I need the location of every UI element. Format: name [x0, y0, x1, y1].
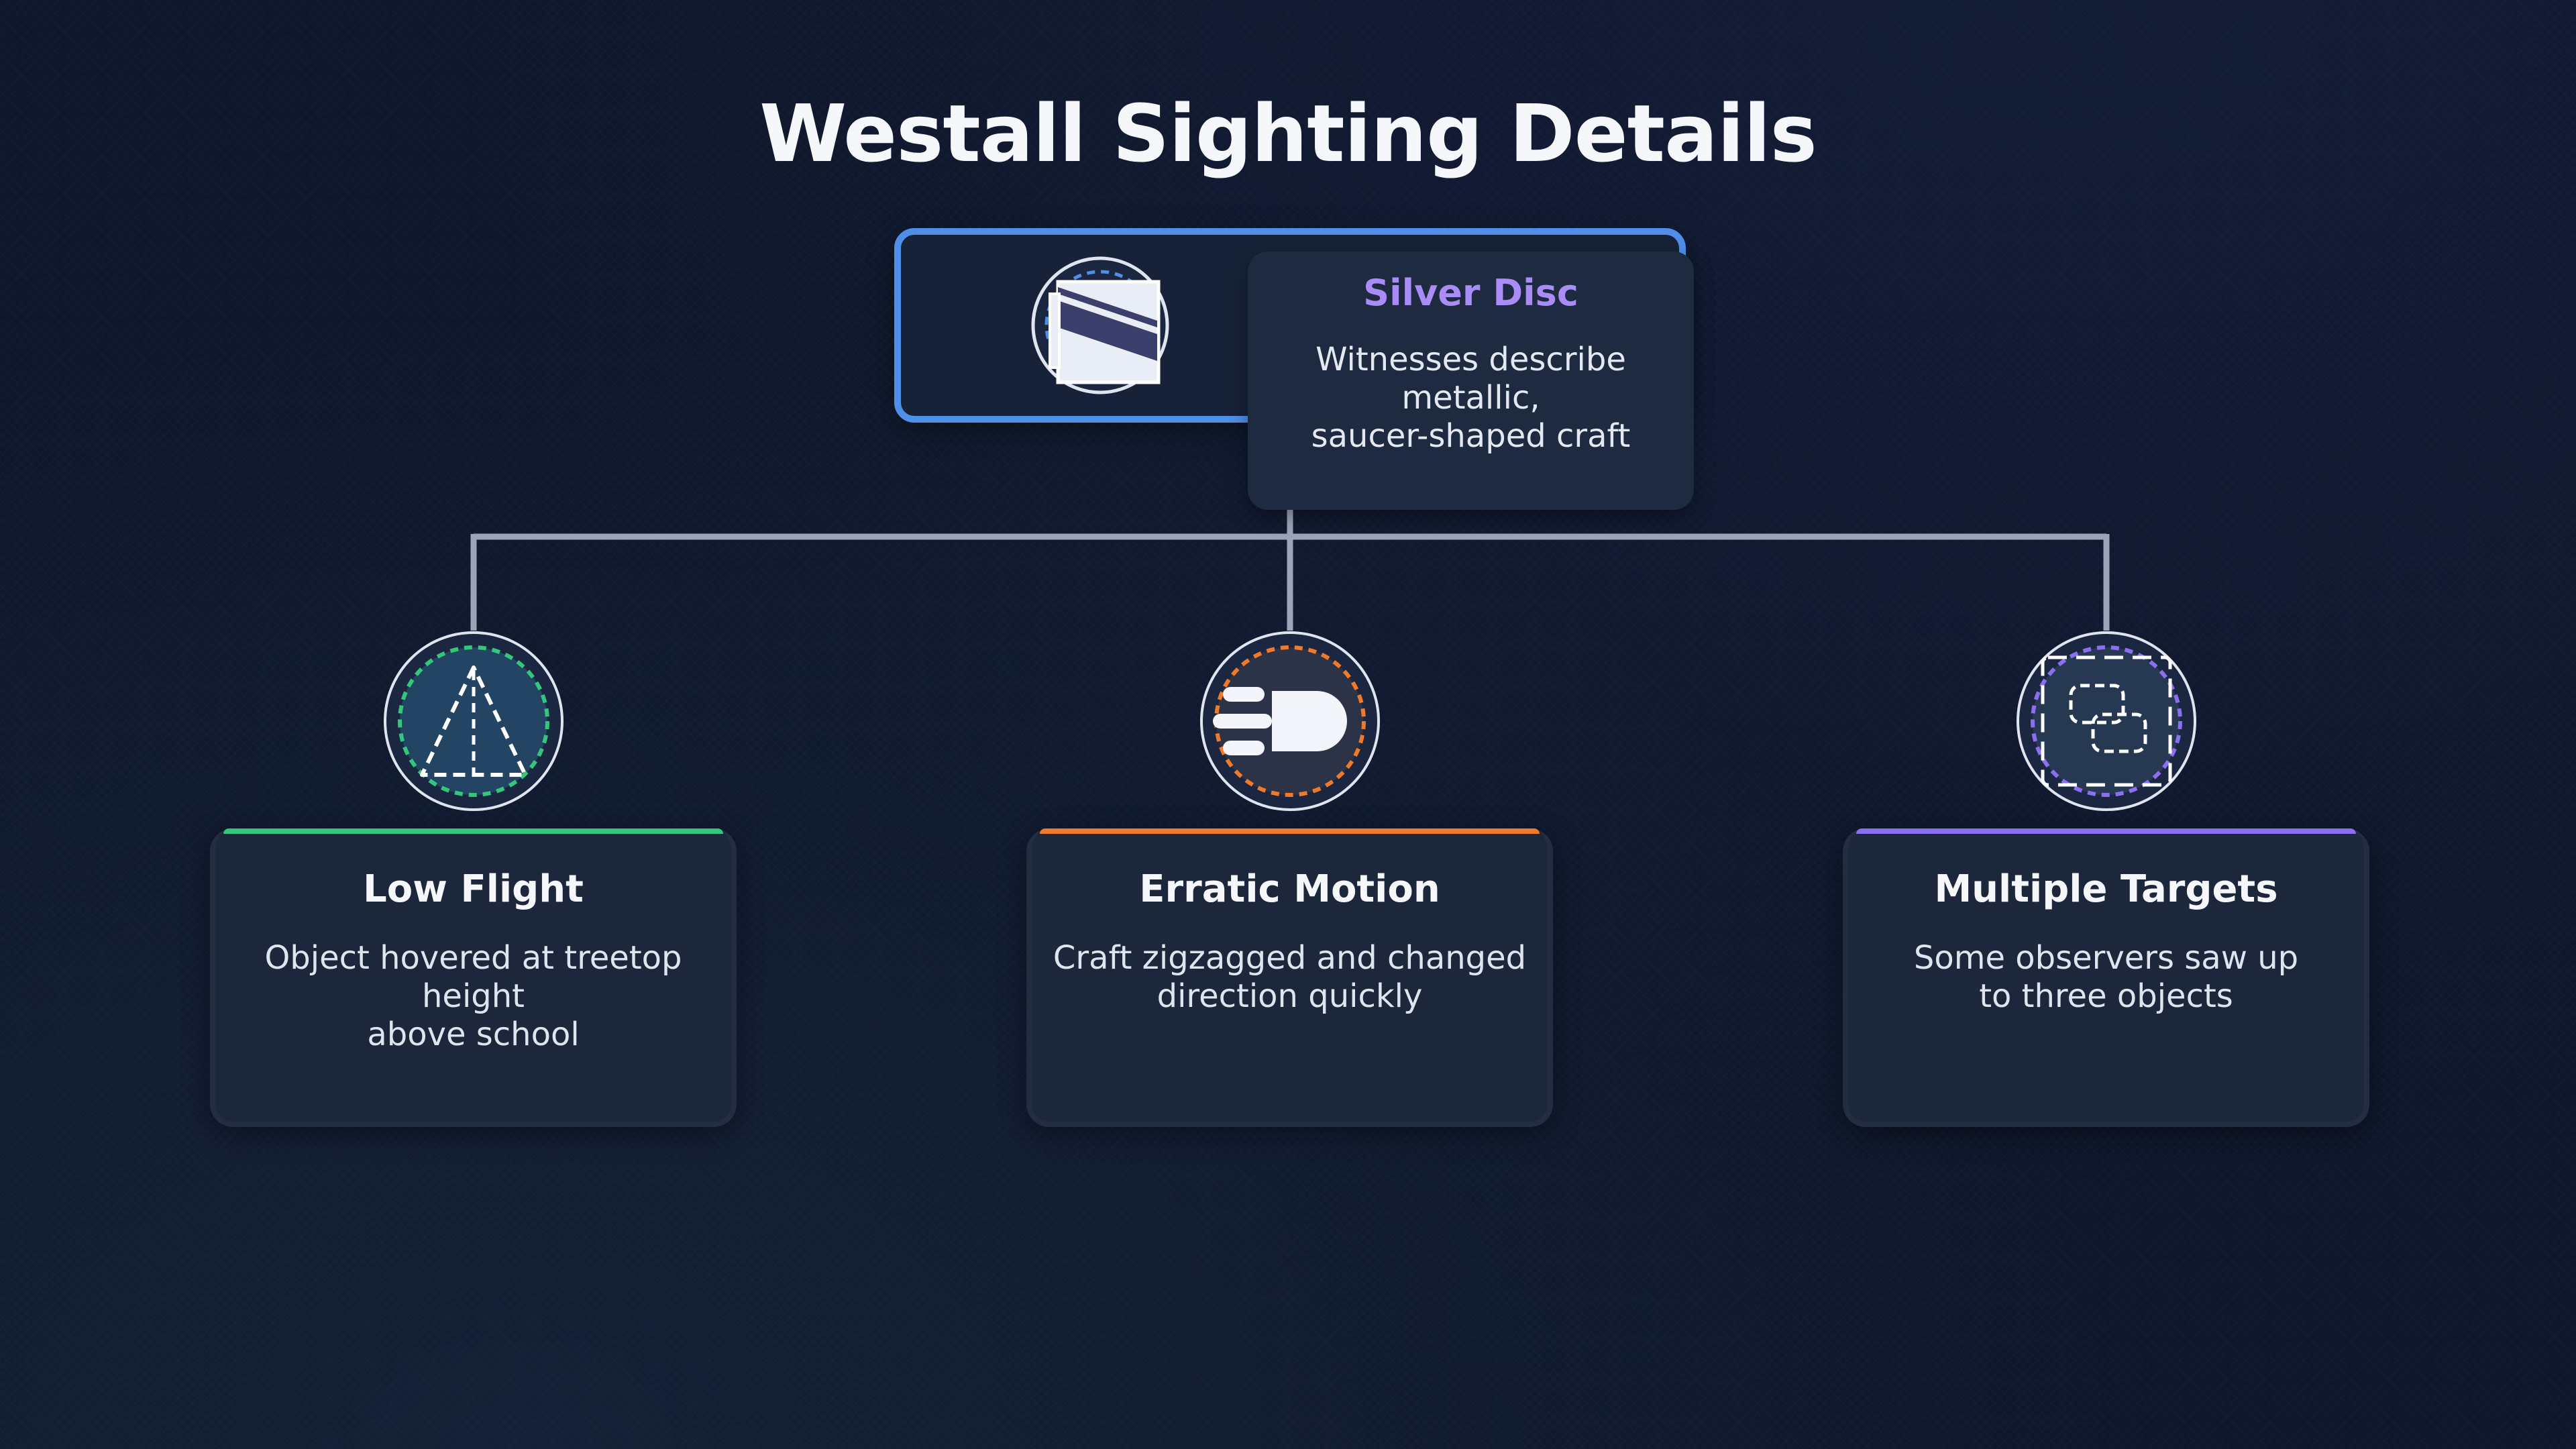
card-multiple-targets[interactable]: Multiple Targets Some observers saw up t…: [1843, 828, 2369, 1127]
card-title: Erratic Motion: [1139, 867, 1440, 911]
speed-motion-icon: [1200, 631, 1380, 811]
root-desc-line-3: saucer-shaped craft: [1311, 417, 1631, 455]
multiple-objects-icon: [2017, 631, 2196, 811]
card-title: Low Flight: [363, 867, 584, 911]
card-desc-line-2: direction quickly: [1157, 977, 1423, 1015]
card-title: Multiple Targets: [1934, 867, 2278, 911]
triangle-icon: [384, 631, 564, 811]
card-description: Object hovered at treetop height above s…: [229, 939, 718, 1054]
card-low-flight[interactable]: Low Flight Object hovered at treetop hei…: [210, 828, 737, 1127]
page-title: Westall Sighting Details: [759, 87, 1817, 180]
root-node-text-panel: Silver Disc Witnesses describe metallic,…: [1248, 252, 1694, 510]
card-desc-line-1: Some observers saw up: [1913, 939, 2299, 977]
card-desc-line-1: Craft zigzagged and changed: [1053, 939, 1527, 977]
silver-disc-icon: [1031, 256, 1169, 394]
card-desc-line-2: to three objects: [1979, 977, 2233, 1015]
card-description: Craft zigzagged and changed direction qu…: [1045, 939, 1535, 1016]
root-desc-line-2: metallic,: [1401, 379, 1540, 417]
card-desc-line-1: Object hovered at treetop height: [264, 939, 682, 1015]
card-description: Some observers saw up to three objects: [1862, 939, 2351, 1016]
root-desc-line-1: Witnesses describe: [1316, 341, 1626, 378]
card-erratic-motion[interactable]: Erratic Motion Craft zigzagged and chang…: [1026, 828, 1553, 1127]
root-node-description: Witnesses describe metallic, saucer-shap…: [1297, 341, 1646, 455]
card-desc-line-2: above school: [367, 1016, 580, 1053]
root-node-title: Silver Disc: [1363, 272, 1578, 314]
